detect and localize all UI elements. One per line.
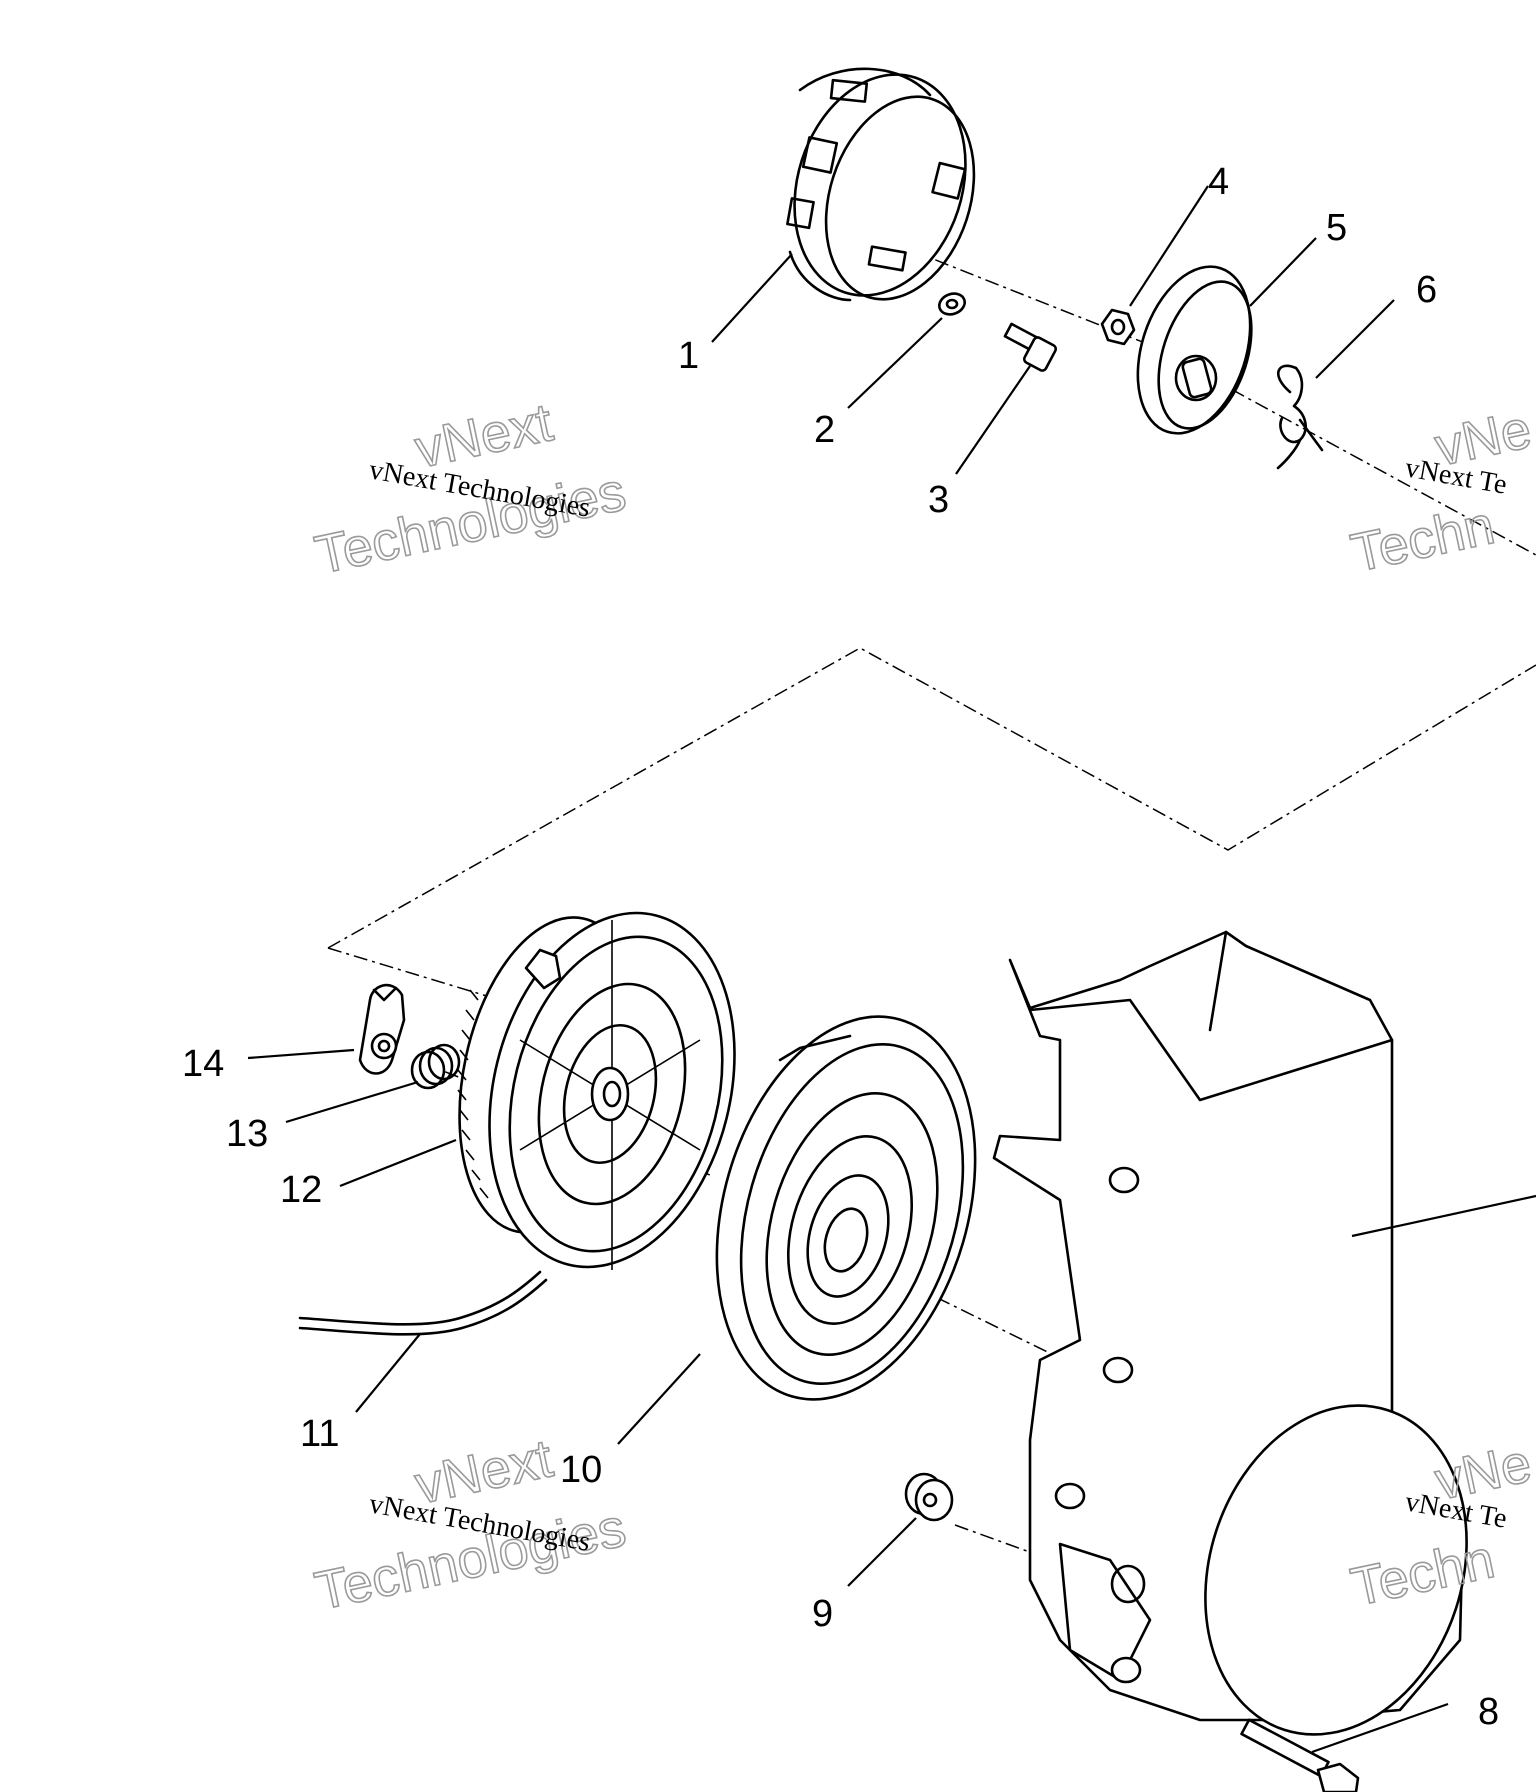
- part-8-bolt: [1240, 1718, 1360, 1792]
- callout-13: 13: [226, 1113, 268, 1155]
- part-11-rope: [298, 1270, 548, 1336]
- watermark-top-left: vNext Technologies vNext Technologies: [309, 392, 631, 587]
- part-4-nut: [1100, 308, 1136, 346]
- callout-6: 6: [1416, 269, 1437, 311]
- callout-2: 2: [814, 409, 835, 451]
- part-2-washer: [938, 292, 966, 316]
- callout-9: 9: [812, 1593, 833, 1635]
- recoil-housing: [992, 930, 1536, 1736]
- part-13-spring: [410, 1043, 461, 1090]
- callout-numbers: 1 2 3 4 5 6 8 9 10 11 12 13 14: [182, 161, 1499, 1733]
- callout-8: 8: [1478, 1691, 1499, 1733]
- part-1-drive-cup: [786, 67, 976, 302]
- part-6-clip: [1276, 364, 1324, 470]
- part-10-recoil-spring: [715, 1015, 977, 1401]
- part-3-screw: [1003, 322, 1058, 372]
- callout-14: 14: [182, 1043, 224, 1085]
- part-9-bushing: [904, 1472, 954, 1522]
- callout-leader-lines: [247, 185, 1449, 1754]
- svg-text:Techn: Techn: [1346, 495, 1499, 584]
- callout-11: 11: [300, 1413, 339, 1455]
- callout-3: 3: [928, 479, 949, 521]
- part-12-rope-reel: [457, 911, 736, 1270]
- part-14-pawl: [358, 983, 406, 1075]
- callout-4: 4: [1208, 161, 1229, 203]
- callout-10: 10: [560, 1449, 602, 1491]
- part-5-pulley-disk: [1136, 265, 1253, 435]
- callout-1: 1: [678, 335, 699, 377]
- callout-12: 12: [280, 1169, 322, 1211]
- callout-5: 5: [1326, 207, 1347, 249]
- watermark-top-right: vNe Techn vNext Te: [1345, 398, 1536, 584]
